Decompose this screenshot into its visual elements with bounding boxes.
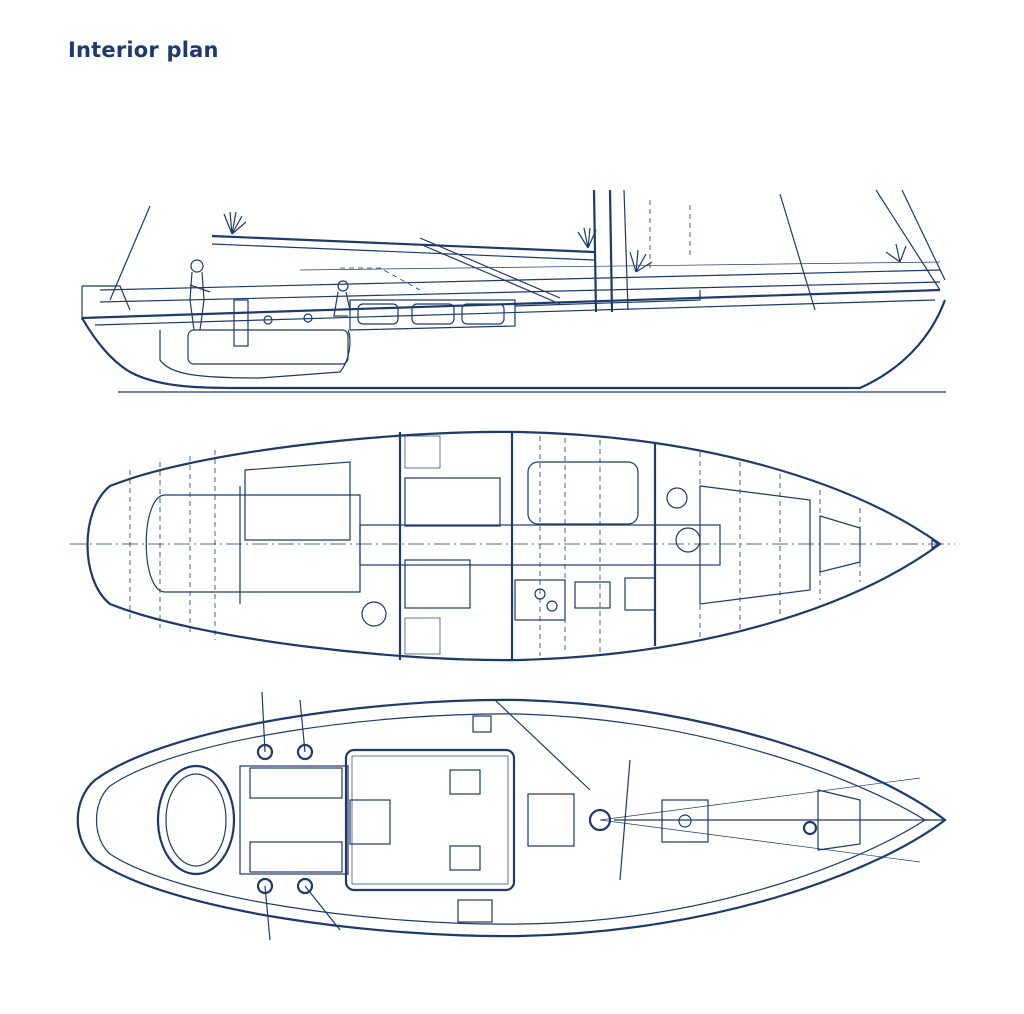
deck-plan-view xyxy=(76,691,947,941)
interior-layout-view xyxy=(70,430,955,662)
side-profile-view xyxy=(81,189,947,393)
page-title: Interior plan xyxy=(68,38,219,62)
